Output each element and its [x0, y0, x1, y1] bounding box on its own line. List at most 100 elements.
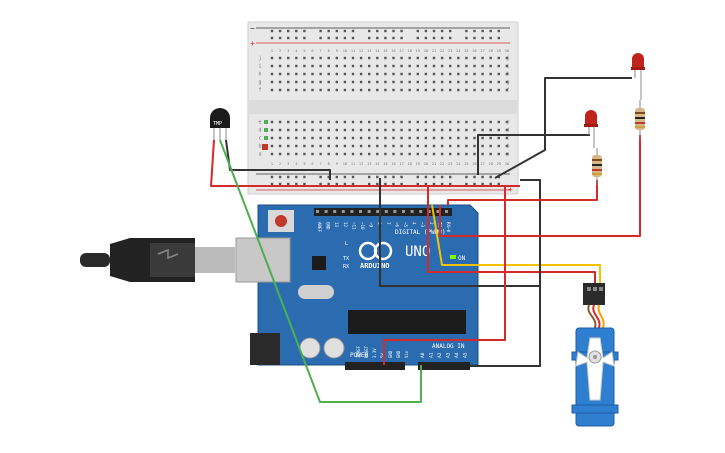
breadboard-hole[interactable]	[400, 56, 403, 60]
breadboard-hole[interactable]	[351, 120, 355, 124]
resistor-1[interactable]	[592, 148, 602, 185]
rail-hole[interactable]	[465, 182, 468, 186]
breadboard-hole[interactable]	[359, 56, 363, 60]
rail-hole[interactable]	[449, 182, 452, 186]
breadboard-hole[interactable]	[416, 152, 419, 156]
breadboard-hole[interactable]	[368, 136, 371, 140]
breadboard-hole[interactable]	[303, 80, 306, 84]
breadboard-hole[interactable]	[359, 88, 363, 92]
breadboard-hole[interactable]	[311, 136, 314, 140]
breadboard-hole[interactable]	[392, 152, 395, 156]
wire-gnd-breadboard[interactable]	[379, 178, 540, 287]
breadboard-hole[interactable]	[489, 72, 492, 76]
breadboard-hole[interactable]	[465, 80, 468, 84]
rail-hole[interactable]	[392, 182, 395, 186]
breadboard-hole[interactable]	[343, 56, 347, 60]
breadboard-hole[interactable]	[384, 80, 387, 84]
breadboard-hole[interactable]	[440, 152, 444, 156]
breadboard-hole[interactable]	[384, 120, 387, 124]
breadboard-hole[interactable]	[359, 120, 363, 124]
breadboard-hole[interactable]	[303, 88, 306, 92]
breadboard-hole[interactable]	[465, 56, 468, 60]
breadboard-hole[interactable]	[497, 128, 500, 132]
breadboard-hole[interactable]	[416, 80, 419, 84]
breadboard-hole[interactable]	[295, 144, 298, 148]
rail-hole[interactable]	[489, 36, 492, 40]
breadboard-hole[interactable]	[359, 128, 363, 132]
breadboard-hole[interactable]	[408, 128, 411, 132]
breadboard-hole[interactable]	[424, 144, 428, 148]
breadboard-hole[interactable]	[335, 80, 338, 84]
rail-hole[interactable]	[327, 29, 330, 33]
breadboard-hole[interactable]	[343, 152, 347, 156]
breadboard-hole[interactable]	[505, 64, 509, 68]
wire-5v-rail[interactable]	[383, 186, 506, 365]
rail-hole[interactable]	[465, 29, 468, 33]
breadboard-hole[interactable]	[473, 152, 476, 156]
breadboard-hole[interactable]	[287, 64, 290, 68]
rail-hole[interactable]	[278, 29, 282, 33]
breadboard-hole[interactable]	[440, 64, 444, 68]
breadboard-hole[interactable]	[392, 136, 395, 140]
breadboard-hole[interactable]	[278, 88, 282, 92]
rail-hole[interactable]	[497, 36, 500, 40]
digital-pin-socket[interactable]	[384, 210, 388, 213]
breadboard-hole[interactable]	[449, 88, 452, 92]
breadboard-hole[interactable]	[287, 88, 290, 92]
rail-hole[interactable]	[416, 175, 419, 179]
breadboard-hole[interactable]	[392, 80, 395, 84]
digital-pin-socket[interactable]	[324, 210, 328, 213]
breadboard-hole[interactable]	[505, 56, 509, 60]
resistor-2[interactable]	[635, 100, 645, 140]
breadboard-hole[interactable]	[270, 72, 274, 76]
breadboard-hole[interactable]	[359, 64, 363, 68]
digital-pin-socket[interactable]	[359, 210, 362, 213]
rail-hole[interactable]	[343, 36, 347, 40]
breadboard-hole[interactable]	[335, 144, 338, 148]
rail-hole[interactable]	[327, 36, 330, 40]
rail-hole[interactable]	[368, 36, 371, 40]
breadboard-hole[interactable]	[376, 88, 379, 92]
breadboard-hole[interactable]	[270, 88, 274, 92]
rail-hole[interactable]	[473, 175, 476, 179]
rail-hole[interactable]	[335, 175, 338, 179]
breadboard-hole[interactable]	[343, 80, 347, 84]
rail-hole[interactable]	[384, 175, 387, 179]
breadboard-hole[interactable]	[287, 120, 290, 124]
rail-hole[interactable]	[295, 29, 298, 33]
breadboard-hole[interactable]	[408, 80, 411, 84]
breadboard-hole[interactable]	[359, 144, 363, 148]
breadboard-hole[interactable]	[449, 64, 452, 68]
breadboard-hole[interactable]	[384, 144, 387, 148]
breadboard-hole[interactable]	[327, 136, 330, 140]
digital-pin-socket[interactable]	[316, 210, 319, 213]
breadboard-hole[interactable]	[449, 56, 452, 60]
breadboard-hole[interactable]	[497, 56, 500, 60]
breadboard-hole[interactable]	[424, 152, 428, 156]
breadboard-hole[interactable]	[473, 64, 476, 68]
breadboard-hole[interactable]	[457, 88, 460, 92]
breadboard-hole[interactable]	[319, 64, 322, 68]
rail-hole[interactable]	[400, 182, 403, 186]
breadboard-hole[interactable]	[424, 72, 428, 76]
rail-hole[interactable]	[319, 36, 322, 40]
breadboard-hole[interactable]	[392, 56, 395, 60]
rail-hole[interactable]	[416, 29, 419, 33]
breadboard-hole[interactable]	[416, 120, 419, 124]
rail-hole[interactable]	[400, 29, 403, 33]
breadboard-hole[interactable]	[432, 120, 436, 124]
rail-hole[interactable]	[270, 29, 274, 33]
breadboard-hole[interactable]	[270, 80, 274, 84]
breadboard-hole[interactable]	[278, 120, 282, 124]
breadboard-hole[interactable]	[449, 120, 452, 124]
breadboard-hole[interactable]	[295, 136, 298, 140]
breadboard-hole[interactable]	[287, 72, 290, 76]
breadboard-hole[interactable]	[432, 80, 436, 84]
breadboard-hole[interactable]	[278, 136, 282, 140]
breadboard-hole[interactable]	[303, 136, 306, 140]
servo-horn[interactable]	[575, 337, 615, 401]
breadboard-hole[interactable]	[278, 64, 282, 68]
breadboard-hole[interactable]	[384, 152, 387, 156]
breadboard-hole[interactable]	[481, 136, 484, 140]
breadboard-hole[interactable]	[432, 152, 436, 156]
